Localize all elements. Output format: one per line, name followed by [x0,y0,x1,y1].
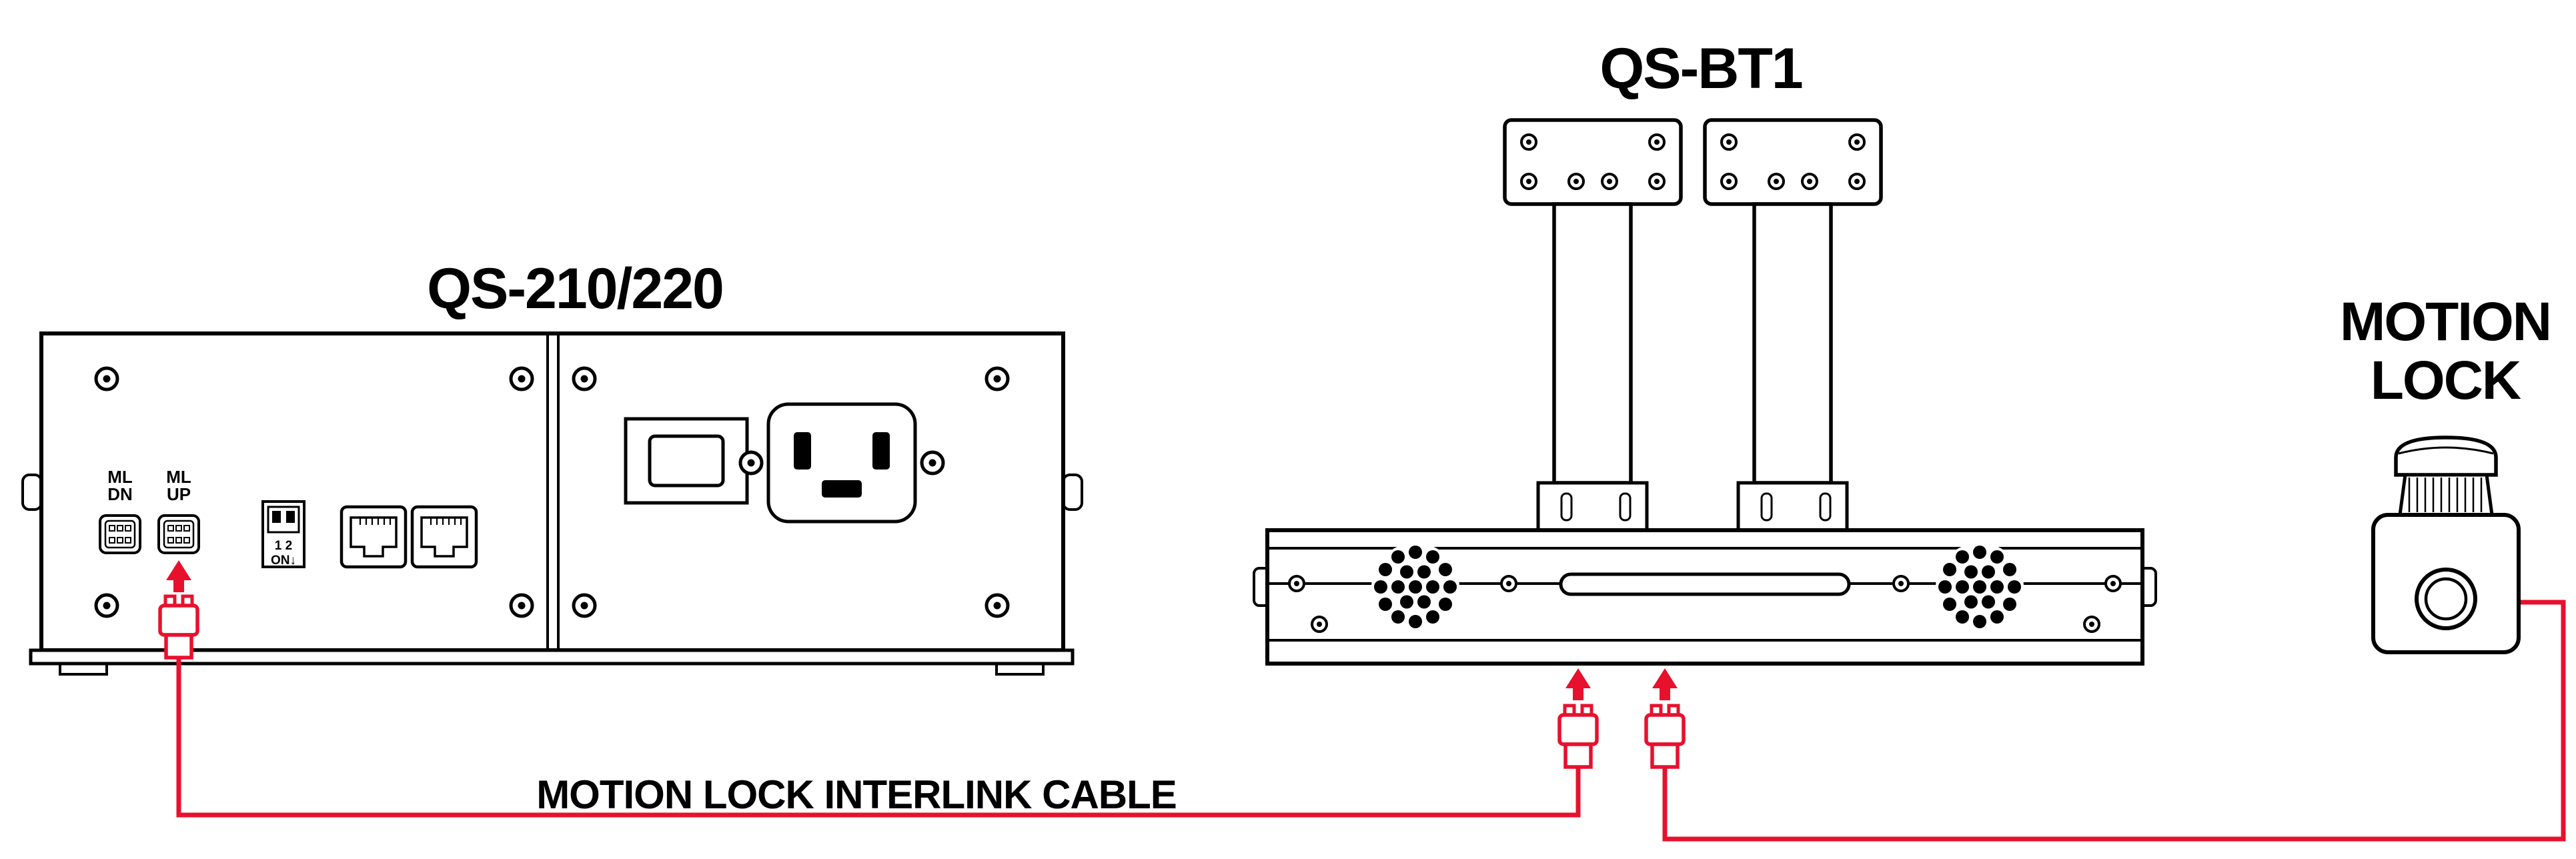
screw-icon [1848,133,1866,151]
iec-slot-left [794,432,811,470]
power-switch-frame [624,417,749,505]
qs210-device: QS-210/220 ML DN ML UP [21,257,1581,818]
screw-icon [1801,173,1818,190]
bt1-cable-plug-1 [1559,706,1597,767]
screw-icon [574,368,595,389]
column-bracket-right [1703,118,1883,206]
cable-label: MOTION LOCK INTERLINK CABLE [536,772,1177,817]
screw-icon [96,595,117,616]
screw-icon [1768,173,1785,190]
motion-lock-title-line2: LOCK [2371,350,2521,411]
iec-slot-bottom [822,480,862,498]
side-tab-right [1062,474,1083,511]
screw-icon [1601,173,1618,190]
base-unit [1253,528,2157,666]
dip-lever-1 [272,511,281,523]
screw-icon [511,368,532,389]
screw-icon [1288,575,1305,592]
bt1-cable-plug-2 [1646,706,1684,767]
ml-up-label-line2: UP [167,484,191,504]
interlink-cable-b [1662,600,2566,842]
estop-cap [2394,436,2498,477]
iec-slot-right [872,432,890,470]
ml-up-port [157,514,200,554]
screw-icon [1648,133,1666,151]
screw-icon [1848,173,1866,190]
dip-switch-window [267,506,300,534]
qs210-title: QS-210/220 [427,257,723,321]
ethernet-port-1 [342,507,406,567]
column-shaft-right [1752,202,1833,485]
screw-icon [1567,173,1585,190]
qsbt1-device: QS-BT1 [1253,37,2566,842]
vent-grille-right [1936,543,2024,631]
vent-grille-left [1371,543,1459,631]
screw-icon [574,595,595,616]
screw-icon [1520,133,1537,151]
screw-icon [1720,173,1738,190]
column-right [1703,118,1883,532]
handle-slot [1559,572,1851,596]
qsbt1-title: QS-BT1 [1599,37,1802,101]
screw-icon [1311,616,1328,633]
screw-icon [987,368,1008,389]
dip-switch: 1 2 ON↓ [261,500,305,568]
insert-arrow-icon [1652,668,1678,700]
screw-icon [922,452,943,474]
estop-button [2371,436,2521,654]
motion-lock: MOTION LOCK [2340,291,2552,654]
estop-connector-inner-circle [2424,577,2468,621]
screw-icon [1520,173,1537,190]
foot-slot [1760,492,1773,522]
screw-icon [1500,575,1517,592]
ml-up-label-line1: ML [166,467,191,487]
column-left [1503,118,1683,532]
power-switch [624,417,749,505]
screw-icon [1648,173,1666,190]
panel-divider [546,333,560,650]
screw-icon [511,595,532,616]
foot-slot [1819,492,1832,522]
chassis-flange [29,648,1075,666]
screw-icon [96,368,117,389]
interlink-cable-a [176,654,1581,818]
dip-switch-body [261,500,305,568]
ml-dn-label-line1: ML [107,467,133,487]
dip-numbers: 1 2 [275,539,292,553]
foot-slot [1560,492,1573,522]
estop-cap-rim [2398,446,2494,455]
column-shaft-left [1552,202,1633,485]
estop-collar-ribs [2408,478,2483,512]
screw-icon [2104,575,2122,592]
side-tab-left [21,474,43,511]
power-switch-rocker [648,434,725,488]
foot-slot [1619,492,1632,522]
estop-collar [2398,473,2494,517]
insert-arrow-icon [1565,668,1591,700]
screw-icon [987,595,1008,616]
ml-dn-label-line2: DN [107,484,133,504]
screw-icon [740,452,762,474]
screw-icon [1720,133,1738,151]
ethernet-port-2 [412,507,476,567]
ml-up-cable-plug [160,596,197,658]
column-bracket-left [1503,118,1683,206]
dip-lever-2 [286,511,295,523]
iec-inlet [740,402,943,524]
column-foot-left [1536,481,1649,532]
iec-inlet-body [766,402,917,524]
screw-icon [1892,575,1910,592]
ml-dn-port [99,514,141,554]
dip-on-label: ON↓ [271,554,296,568]
screw-icon [2083,616,2100,633]
motion-lock-title-line1: MOTION [2340,291,2551,352]
